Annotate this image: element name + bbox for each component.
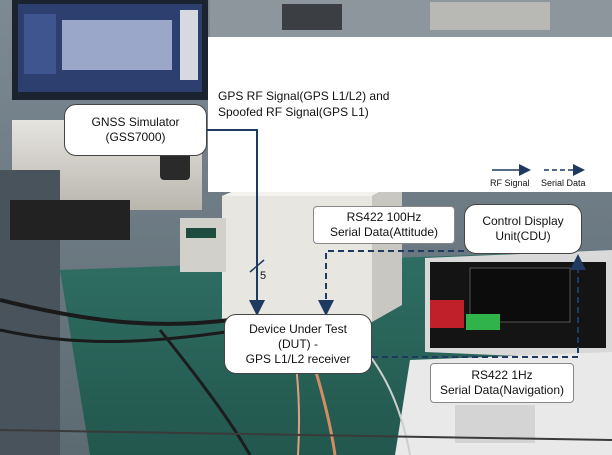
dut-line1: Device Under Test (249, 321, 347, 336)
cable-count-tick (249, 259, 265, 273)
attitude-serial-arrow (318, 250, 464, 316)
cdu-line2: Unit(CDU) (495, 229, 551, 243)
dut-line2: (DUT) - (278, 336, 318, 351)
rs422-navigation-label: RS422 1Hz Serial Data(Navigation) (430, 363, 574, 403)
legend-serial-label: Serial Data (541, 178, 586, 188)
simulator-line1: GNSS Simulator (91, 115, 180, 129)
navigation-serial-arrow (372, 254, 586, 358)
cdu-label: Control Display Unit(CDU) (464, 204, 582, 254)
rf-signal-arrow (207, 129, 265, 316)
navigation-line2: Serial Data(Navigation) (439, 383, 565, 397)
cdu-line1: Control Display (482, 214, 564, 228)
rf-signal-note: GPS RF Signal(GPS L1/L2) and Spoofed RF … (218, 88, 389, 120)
attitude-line1: RS422 100Hz (346, 210, 422, 224)
gnss-simulator-label: GNSS Simulator (GSS7000) (64, 104, 207, 156)
rs422-attitude-label: RS422 100Hz Serial Data(Attitude) (313, 206, 455, 244)
dut-line3: GPS L1/L2 receiver (245, 351, 351, 366)
cable-count-label: 5 (260, 270, 267, 282)
rf-note-line1: GPS RF Signal(GPS L1/L2) and (218, 89, 390, 103)
white-panel (208, 37, 612, 192)
attitude-line2: Serial Data(Attitude) (329, 225, 439, 239)
legend-rf-label: RF Signal (490, 178, 530, 188)
simulator-line2: (GSS7000) (105, 130, 166, 144)
rf-note-line2: Spoofed RF Signal(GPS L1) (218, 105, 369, 119)
dut-label: Device Under Test (DUT) - GPS L1/L2 rece… (224, 314, 372, 374)
navigation-line1: RS422 1Hz (471, 368, 533, 382)
